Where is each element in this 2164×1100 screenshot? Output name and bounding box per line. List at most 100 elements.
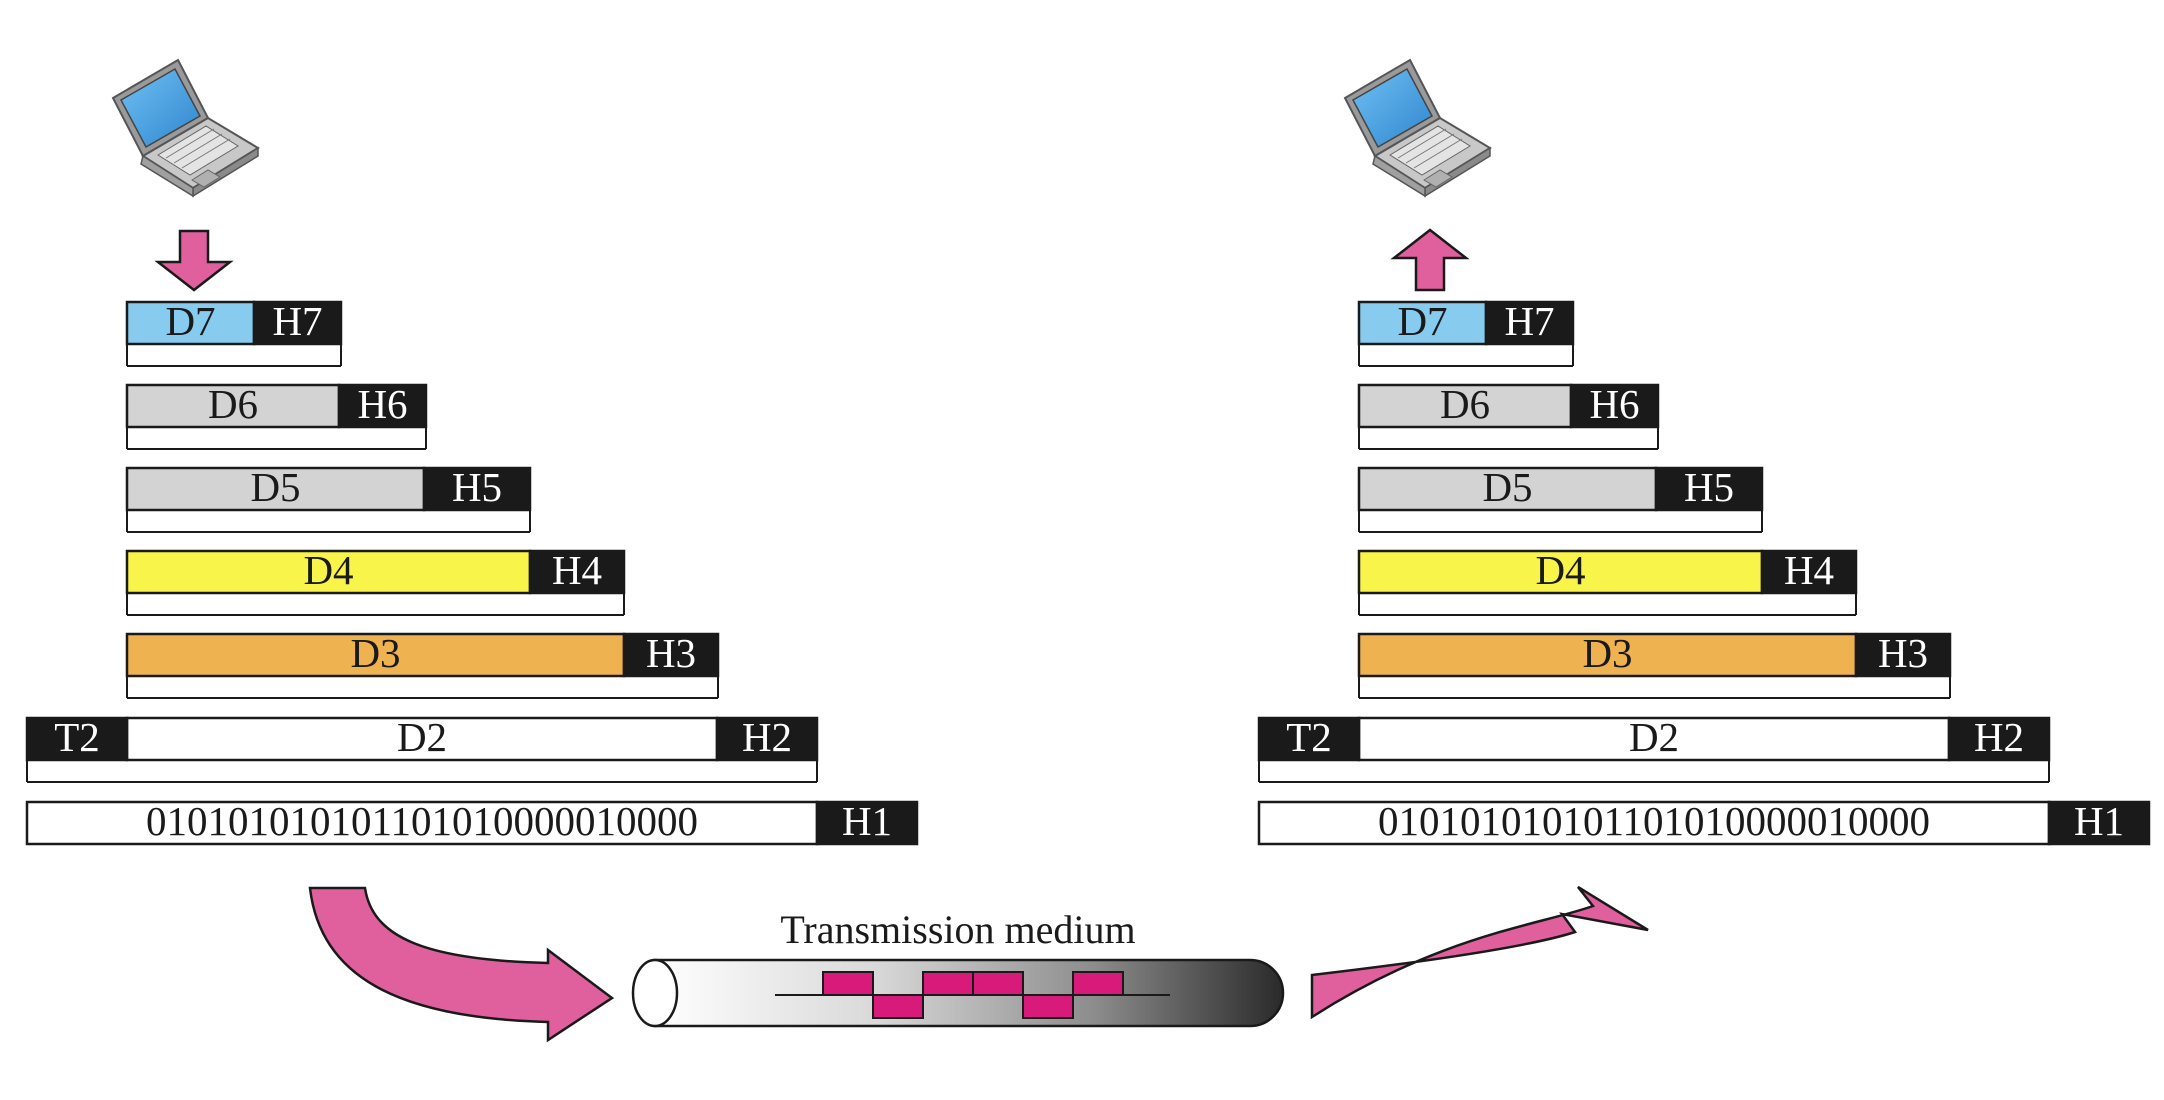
curved-arrow-from-medium-icon (1310, 885, 1649, 1020)
trailer-segment-label: T2 (1286, 714, 1332, 760)
data-segment-label: D7 (1397, 298, 1447, 344)
sender-layer-6: D6 H6 (125, 381, 428, 450)
encapsulation-bracket (1358, 427, 1659, 450)
signal-bit (972, 971, 1024, 996)
transmission-cable-icon (631, 958, 1285, 1028)
header-segment-label: H2 (742, 714, 792, 760)
data-segment (1357, 383, 1573, 429)
data-segment-label: D4 (303, 547, 353, 593)
receiver-layer-7: D7 H7 (1357, 298, 1575, 367)
sender-layer-2: D2 H2 T2 (25, 714, 819, 783)
header-segment-label: H2 (1974, 714, 2024, 760)
receiver-layer-3: D3 H3 (1357, 630, 1952, 699)
header-segment (252, 300, 343, 346)
header-segment (337, 383, 428, 429)
sender-laptop-icon (111, 58, 260, 198)
data-segment-label: D5 (250, 464, 300, 510)
data-segment (125, 300, 256, 346)
receiver-layer-2: D2 H2 T2 (1257, 714, 2051, 783)
header-segment-label: H4 (552, 547, 602, 593)
encapsulation-bracket (126, 344, 342, 367)
data-segment (125, 383, 341, 429)
header-segment-label: H6 (1589, 381, 1639, 427)
header-segment (1569, 383, 1660, 429)
header-segment (422, 466, 532, 512)
header-segment-label: H7 (272, 298, 322, 344)
header-segment-label: H1 (2074, 798, 2124, 844)
header-segment (622, 632, 720, 678)
header-segment (1854, 632, 1952, 678)
encapsulation-bracket (26, 760, 818, 783)
data-segment-label: D3 (1582, 630, 1632, 676)
data-segment-label: D7 (165, 298, 215, 344)
data-segment (125, 632, 626, 678)
header-segment (1654, 466, 1764, 512)
signal-bit (922, 971, 974, 996)
data-segment-label: 010101010101101010000010000 (1378, 798, 1930, 844)
curved-arrow-to-medium-icon (308, 886, 615, 1043)
data-segment-label: D3 (350, 630, 400, 676)
header-segment (815, 800, 919, 846)
encapsulation-bracket (1358, 676, 1951, 699)
medium-title: Transmission medium (780, 907, 1135, 952)
header-segment-label: H3 (1878, 630, 1928, 676)
data-segment-label: D2 (1629, 714, 1679, 760)
signal-bit (872, 994, 924, 1019)
signal-bit (822, 971, 874, 996)
header-segment-label: H5 (1684, 464, 1734, 510)
signal-bit (1072, 971, 1124, 996)
data-segment (1357, 549, 1764, 595)
data-segment (1357, 300, 1488, 346)
data-segment (125, 466, 426, 512)
receiver-laptop-icon (1343, 58, 1492, 198)
receiver-layer-6: D6 H6 (1357, 381, 1660, 450)
data-segment (125, 549, 532, 595)
sender-layer-4: D4 H4 (125, 547, 626, 616)
sender-layer-3: D3 H3 (125, 630, 720, 699)
sender-layer-5: D5 H5 (125, 464, 532, 533)
header-segment (715, 716, 819, 762)
encapsulation-bracket (126, 510, 531, 533)
header-segment-label: H3 (646, 630, 696, 676)
encapsulation-bracket (126, 676, 719, 699)
header-segment (2047, 800, 2151, 846)
receiver-layer-1: 010101010101101010000010000 H1 (1257, 798, 2151, 846)
encapsulation-bracket (1258, 760, 2050, 783)
arrow-up-icon (1390, 228, 1470, 292)
sender-layer-7: D7 H7 (125, 298, 343, 367)
sender-layer-1: 010101010101101010000010000 H1 (25, 798, 919, 846)
trailer-segment (1257, 716, 1361, 762)
trailer-segment-label: T2 (54, 714, 100, 760)
data-segment (1257, 800, 2051, 846)
header-segment (1760, 549, 1858, 595)
encapsulation-bracket (1358, 344, 1574, 367)
data-segment (1357, 632, 1858, 678)
header-segment (528, 549, 626, 595)
encapsulation-bracket (126, 427, 427, 450)
signal-bit (1022, 994, 1074, 1019)
data-segment-label: D2 (397, 714, 447, 760)
arrow-down-icon (154, 229, 234, 292)
data-segment (1357, 716, 1951, 762)
receiver-layer-5: D5 H5 (1357, 464, 1764, 533)
header-segment-label: H4 (1784, 547, 1834, 593)
encapsulation-bracket (126, 593, 625, 616)
header-segment-label: H6 (357, 381, 407, 427)
header-segment-label: H7 (1504, 298, 1554, 344)
trailer-segment (25, 716, 129, 762)
header-segment-label: H5 (452, 464, 502, 510)
data-segment-label: 010101010101101010000010000 (146, 798, 698, 844)
data-segment-label: D6 (1440, 381, 1490, 427)
encapsulation-bracket (1358, 593, 1857, 616)
data-segment-label: D5 (1482, 464, 1532, 510)
header-segment (1484, 300, 1575, 346)
data-segment (1357, 466, 1658, 512)
data-segment (25, 800, 819, 846)
data-segment (125, 716, 719, 762)
header-segment-label: H1 (842, 798, 892, 844)
data-segment-label: D6 (208, 381, 258, 427)
